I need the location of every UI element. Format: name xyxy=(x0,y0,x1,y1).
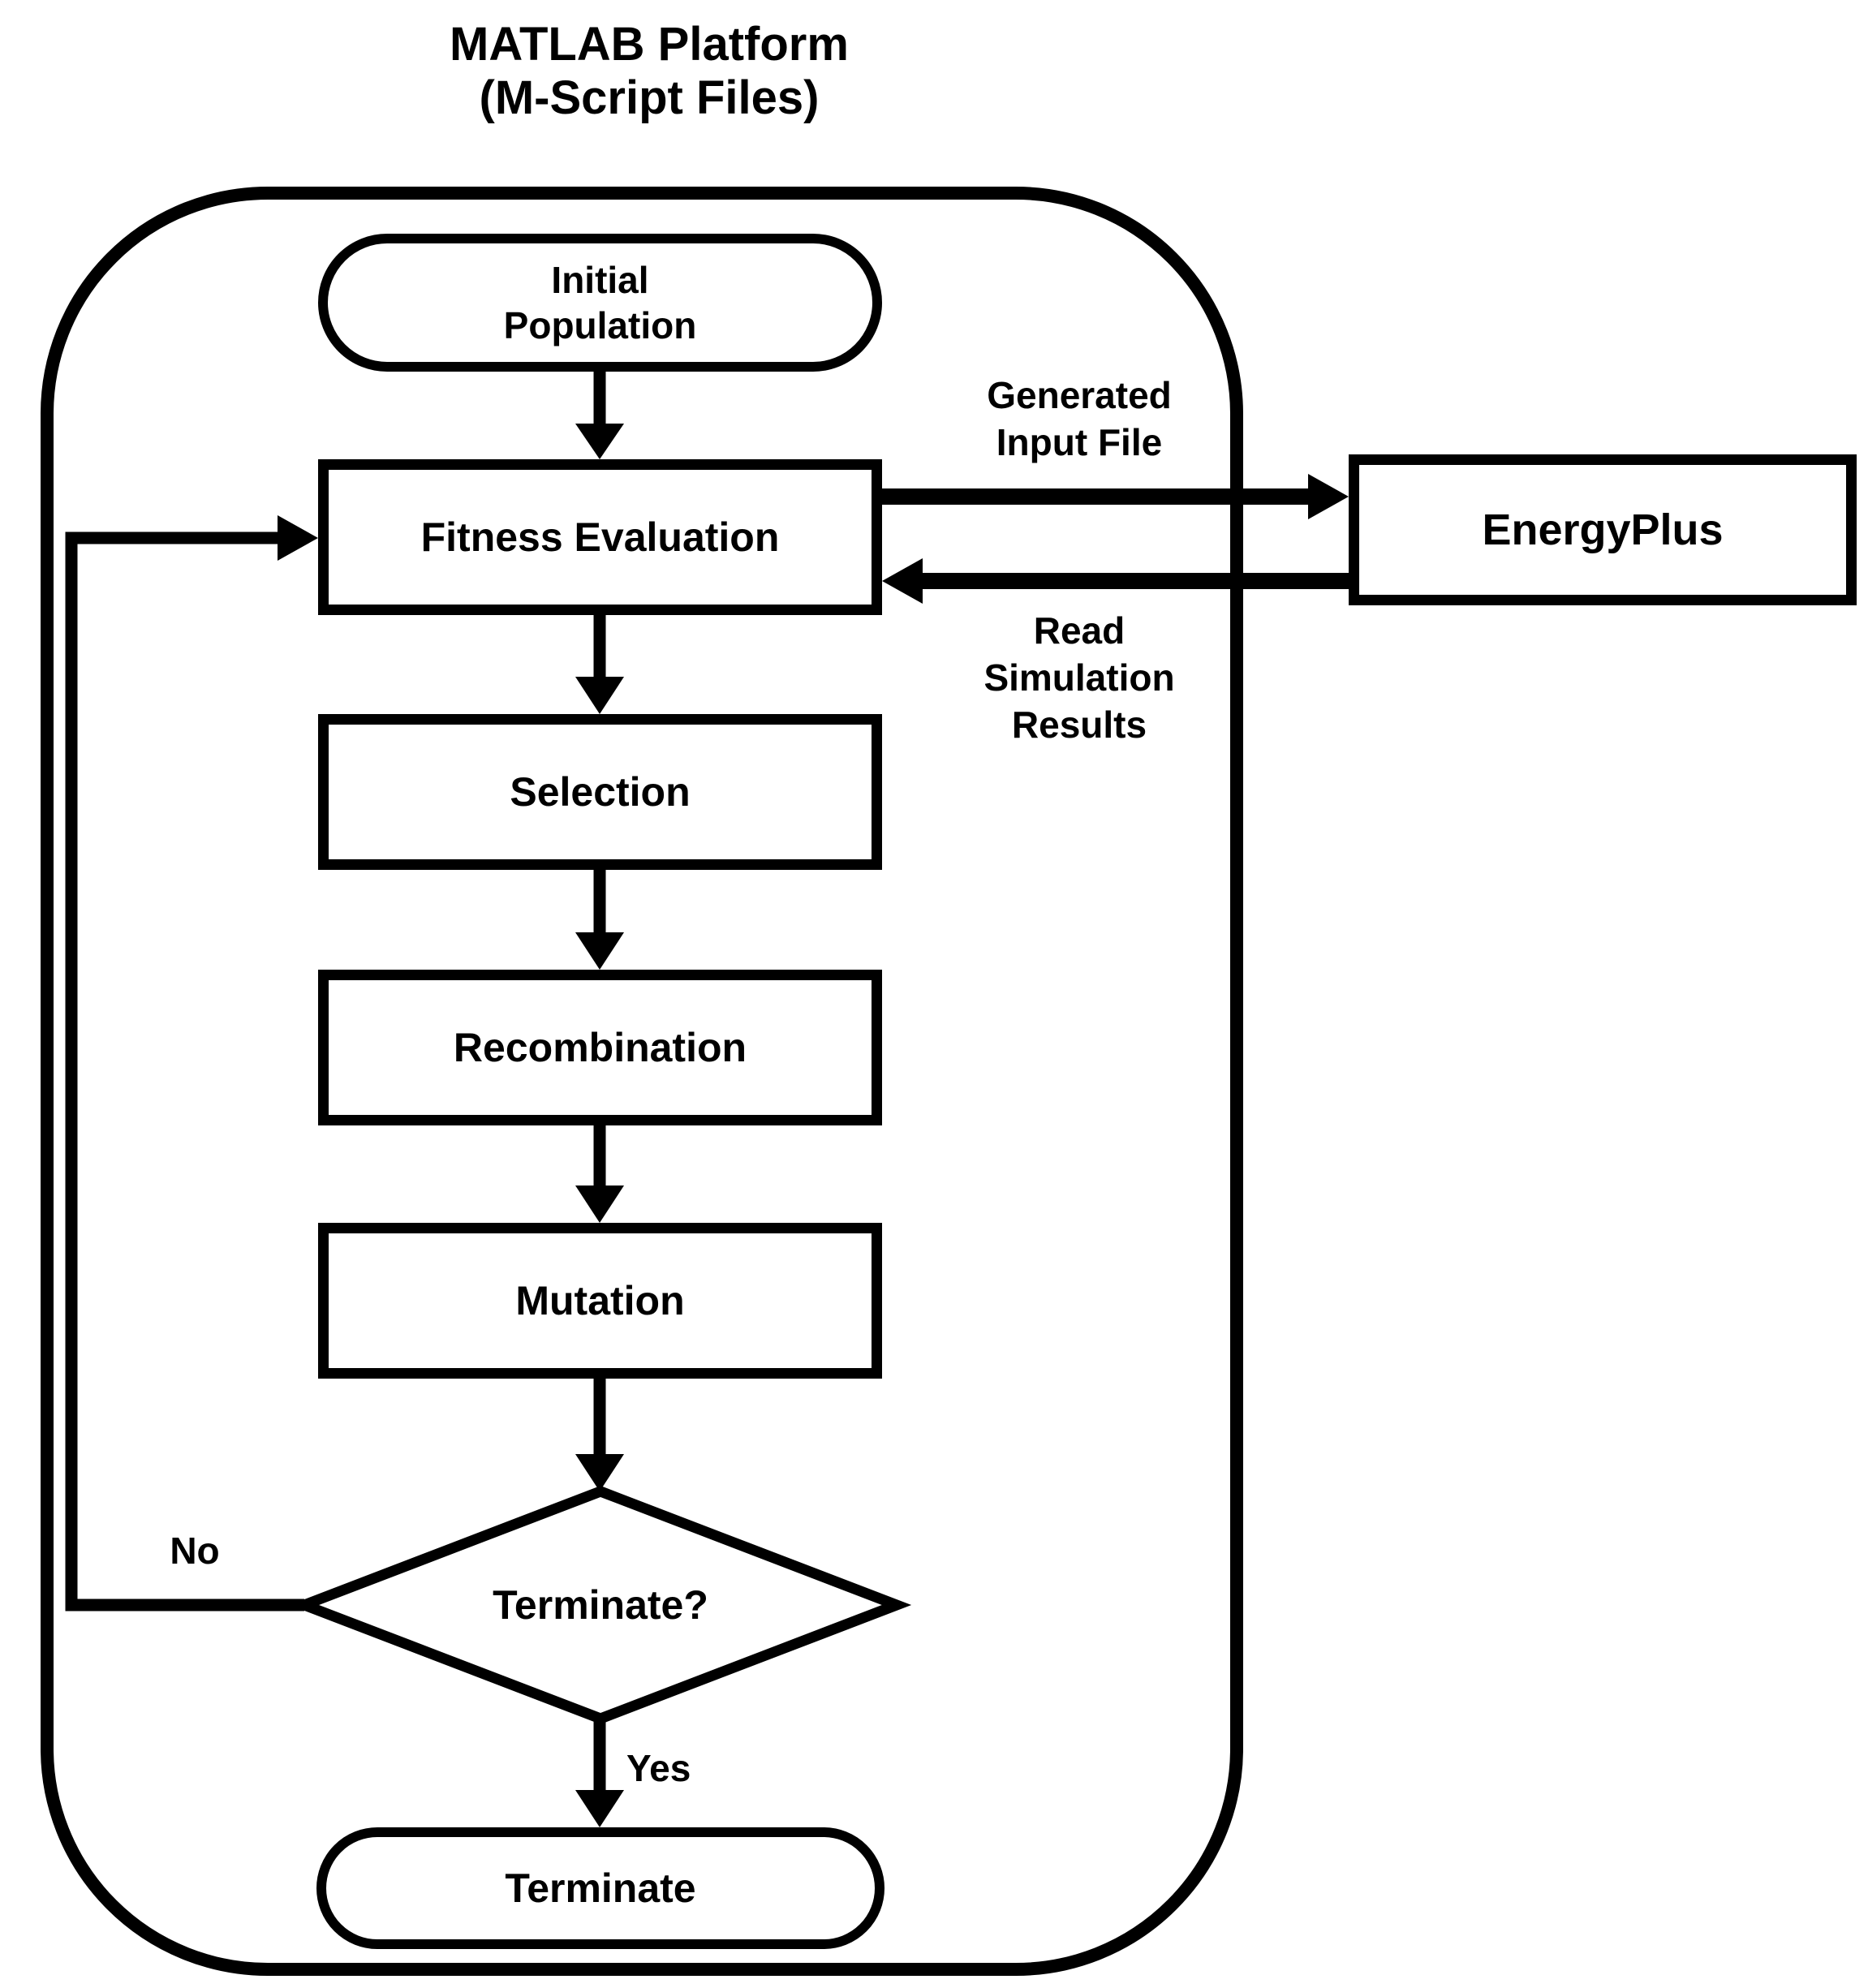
node-recombination: Recombination xyxy=(318,970,882,1125)
generated-input-file-line-2: Input File xyxy=(996,421,1163,463)
title-line-1: MATLAB Platform xyxy=(450,18,849,71)
terminate-end-label: Terminate xyxy=(505,1865,696,1911)
node-terminate-end: Terminate xyxy=(316,1827,885,1949)
read-simulation-results-line-1: Read xyxy=(1033,609,1126,652)
edge-label-yes: Yes xyxy=(626,1747,691,1789)
read-simulation-results-line-2: Simulation xyxy=(983,656,1175,699)
edge-label-generated-input-file: Generated Input File xyxy=(905,372,1254,466)
node-energyplus: EnergyPlus xyxy=(1349,454,1857,605)
node-selection: Selection xyxy=(318,714,882,870)
node-terminate-decision: Terminate? xyxy=(341,1491,860,1719)
initial-population-line-1: Initial xyxy=(551,259,649,301)
node-fitness-evaluation: Fitness Evaluation xyxy=(318,459,882,615)
generated-input-file-line-1: Generated xyxy=(987,374,1172,416)
energyplus-label: EnergyPlus xyxy=(1482,506,1724,554)
matlab-platform-boundary xyxy=(41,187,1243,1976)
edge-label-no: No xyxy=(170,1530,220,1572)
selection-label: Selection xyxy=(510,769,691,815)
read-simulation-results-line-3: Results xyxy=(1011,704,1147,746)
edge-label-read-simulation-results: Read Simulation Results xyxy=(905,607,1254,748)
fitness-evaluation-label: Fitness Evaluation xyxy=(420,514,780,560)
node-initial-population: Initial Population xyxy=(318,234,882,372)
initial-population-line-2: Population xyxy=(503,304,697,346)
mutation-label: Mutation xyxy=(515,1278,685,1323)
terminate-decision-label: Terminate? xyxy=(493,1582,708,1628)
node-mutation: Mutation xyxy=(318,1223,882,1379)
diagram-title: MATLAB Platform (M-Script Files) xyxy=(243,18,1055,125)
recombination-label: Recombination xyxy=(453,1025,747,1070)
title-line-2: (M-Script Files) xyxy=(479,71,820,124)
